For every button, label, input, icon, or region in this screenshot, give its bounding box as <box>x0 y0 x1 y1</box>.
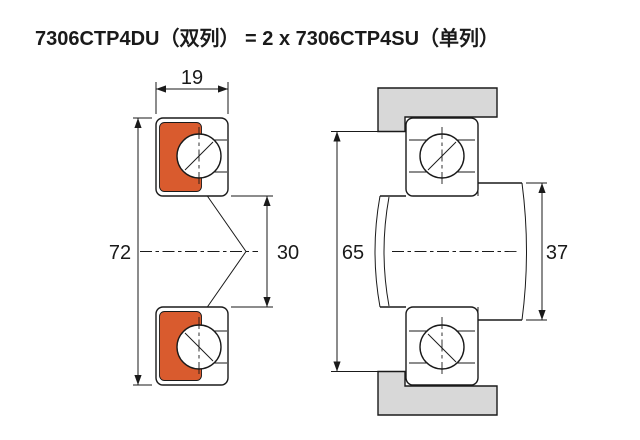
shaft-right-segment <box>478 182 522 321</box>
dim-width: 19 <box>155 67 229 114</box>
dim-width-label: 19 <box>181 67 203 89</box>
right-top-ring-section <box>405 117 479 197</box>
page-title: 7306CTP4DU（双列） = 2 x 7306CTP4SU（单列） <box>35 26 499 50</box>
left-bottom-ring-section <box>155 306 229 386</box>
dim-shaft-shoulder-label: 37 <box>546 242 568 264</box>
dim-housing-shoulder: 65 <box>331 131 378 372</box>
raceway-lines <box>214 330 227 364</box>
shaft-left-break-line <box>374 195 381 308</box>
contact-angle-apex-lines <box>191 173 247 330</box>
right-view-mounted-bearing: 65 37 <box>331 87 568 416</box>
right-bottom-ring-section <box>405 306 479 386</box>
raceway-lines <box>409 330 475 364</box>
dim-outer-diameter-label: 72 <box>109 242 131 264</box>
extension-lines <box>526 182 547 321</box>
left-top-ring-section <box>155 117 229 197</box>
dim-outer-diameter: 72 <box>109 117 152 386</box>
dim-bore: 30 <box>231 195 299 308</box>
raceway-lines <box>214 139 227 173</box>
left-view-bearing-section: 19 72 30 <box>109 67 299 386</box>
shaft-right-break-line <box>521 182 527 321</box>
dim-bore-label: 30 <box>277 242 299 264</box>
shaft-left-segment <box>380 195 406 308</box>
shaft-left-break-line-inner <box>383 196 390 307</box>
dim-housing-shoulder-label: 65 <box>342 242 364 264</box>
dim-shaft-shoulder: 37 <box>526 182 568 321</box>
raceway-lines <box>409 139 475 173</box>
